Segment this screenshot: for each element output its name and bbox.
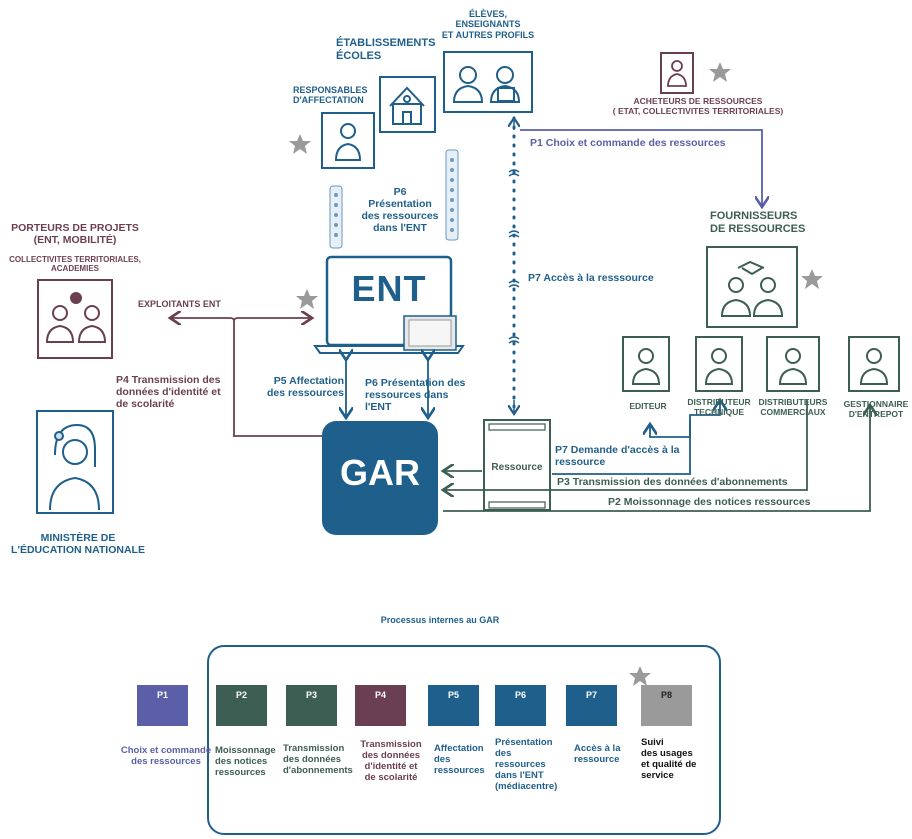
ent-title: ENT (351, 268, 427, 309)
process-box-p1: P1 (137, 685, 188, 726)
process-label-p3: Transmission des données d'abonnements (283, 743, 353, 776)
porteurs-subtitle: COLLECTIVITES TERRITORIALES, ACADEMIES (9, 255, 141, 274)
flow-p7-demande-label: P7 Demande d'accès à la ressource (555, 444, 680, 469)
flow-p2-label: P2 Moissonnage des notices ressources (608, 496, 811, 508)
flow-p1-label: P1 Choix et commande des ressources (530, 137, 726, 149)
school-icon (389, 86, 425, 125)
process-label-p7: Accès à la ressource (574, 743, 621, 765)
suppliers-icon (720, 260, 784, 317)
exploitants-label: EXPLOITANTS ENT (138, 299, 221, 309)
flow-p4-label: P4 Transmission des données d'identité e… (116, 374, 221, 411)
process-label-p8: Suivi des usages et qualité de service (641, 737, 697, 781)
project-owners-icon (45, 292, 107, 343)
process-label-p4: Transmission des données d'identité et d… (360, 739, 422, 783)
flow-p6-bottom-label: P6 Présentation des ressources dans l'EN… (365, 377, 466, 414)
students-icon (452, 66, 521, 103)
process-box-p5: P5 (428, 685, 479, 726)
process-box-p6: P6 (495, 685, 546, 726)
flow-p3-label: P3 Transmission des données d'abonnement… (557, 476, 788, 488)
ressource-label: Ressource (491, 462, 543, 473)
process-box-p8: P8 (641, 685, 692, 726)
process-box-p3: P3 (286, 685, 337, 726)
editeur-label: EDITEUR (629, 401, 667, 411)
star-icon (289, 62, 823, 686)
ministere-label: MINISTÈRE DE L'ÉDUCATION NATIONALE (11, 532, 145, 557)
gestionnaire-label: GESTIONNAIRE D'ENTREPOT (843, 399, 909, 419)
etablissements-label: ÉTABLISSEMENTS ÉCOLES (336, 37, 436, 62)
distributeur-technique-label: DISTRIBUTEUR TECHNIQUE (687, 397, 751, 417)
process-label-p6: Présentation des ressources dans l'ENT (… (495, 737, 558, 792)
acheteurs-label: ACHETEURS DE RESSOURCES ( ETAT, COLLECTI… (612, 96, 784, 116)
flow-p6-top-label: P6 Présentation des ressources dans l'EN… (361, 186, 439, 235)
process-label-p2: Moissonnage des notices ressources (215, 745, 276, 778)
process-label-p5: Affectation des ressources (434, 743, 485, 776)
supplier-person-icon (631, 348, 889, 385)
internal-title: Processus internes au GAR (380, 615, 500, 625)
process-box-p7: P7 (566, 685, 617, 726)
minister-icon (49, 423, 100, 511)
flow-p5-label: P5 Affectation des ressources (266, 375, 344, 400)
gar-title: GAR (340, 452, 420, 493)
eleves-label: ÉLÈVES, ENSEIGNANTS ET AUTRES PROFILS (441, 9, 535, 40)
distributeurs-commerciaux-label: DISTRIBUTEURS COMMERCIAUX (758, 397, 828, 417)
buyer-icon (667, 60, 687, 87)
user-icon (334, 123, 362, 161)
fournisseurs-label: FOURNISSEURS DE RESSOURCES (710, 210, 806, 235)
responsables-label: RESPONSABLES D'AFFECTATION (293, 85, 368, 106)
porteurs-title: PORTEURS DE PROJETS (ENT, MOBILITÉ) (11, 222, 139, 247)
process-box-p4: P4 (355, 685, 406, 726)
process-label-p1: Choix et commande des ressources (120, 745, 212, 767)
process-box-p2: P2 (216, 685, 267, 726)
flow-p7-label: P7 Accès à la resssource (528, 272, 654, 284)
